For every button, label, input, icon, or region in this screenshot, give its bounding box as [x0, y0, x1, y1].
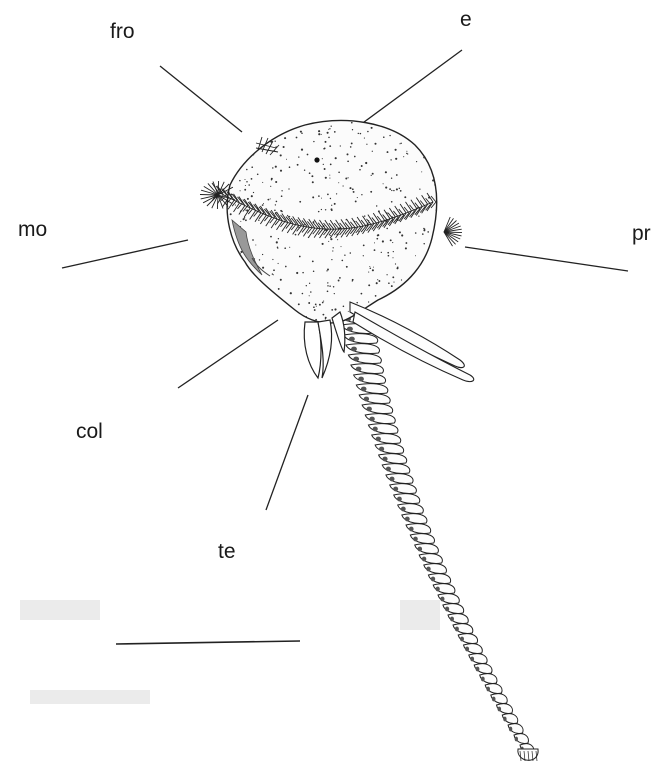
label-fro: fro — [110, 20, 135, 44]
eye-dot — [314, 157, 319, 162]
antennal-tuft — [444, 217, 462, 246]
head-outline — [227, 121, 437, 324]
label-e: e — [460, 8, 472, 32]
leader-line-fro — [160, 66, 242, 132]
leader-line-te — [266, 395, 308, 510]
label-mo: mo — [18, 218, 47, 242]
label-te: te — [218, 540, 236, 564]
scale-bar — [116, 641, 300, 644]
head-capsule — [219, 114, 445, 328]
leader-line-col — [178, 320, 278, 388]
leader-line-pr — [465, 247, 628, 271]
leader-line-mo — [62, 240, 188, 268]
label-col: col — [76, 420, 103, 444]
paper-smudges — [20, 600, 440, 704]
label-pr: pr — [632, 222, 657, 246]
teeth — [304, 312, 345, 378]
body-tail — [340, 314, 539, 761]
